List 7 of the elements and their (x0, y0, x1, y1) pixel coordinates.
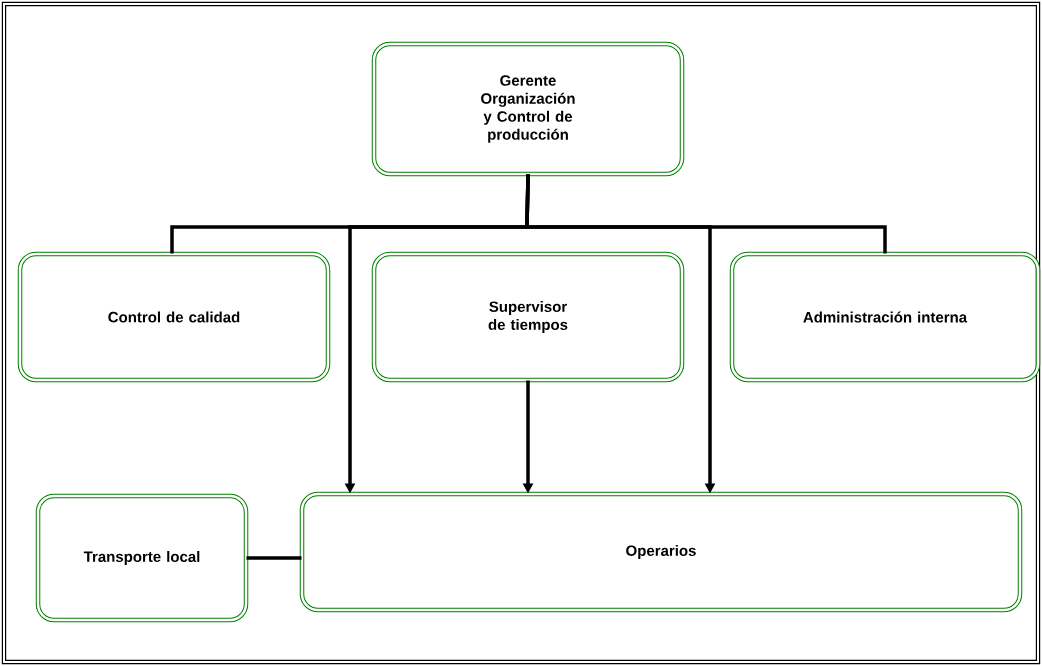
org-box: Administración interna (729, 251, 1041, 383)
org-box: Supervisor de tiempos (371, 251, 685, 383)
org-box: Control de calidad (17, 251, 331, 383)
org-box: Transporte local (35, 493, 249, 623)
org-box: Operarios (299, 491, 1023, 613)
connector (246, 556, 302, 560)
org-box: Gerente Organización y Control de producción (371, 41, 685, 177)
